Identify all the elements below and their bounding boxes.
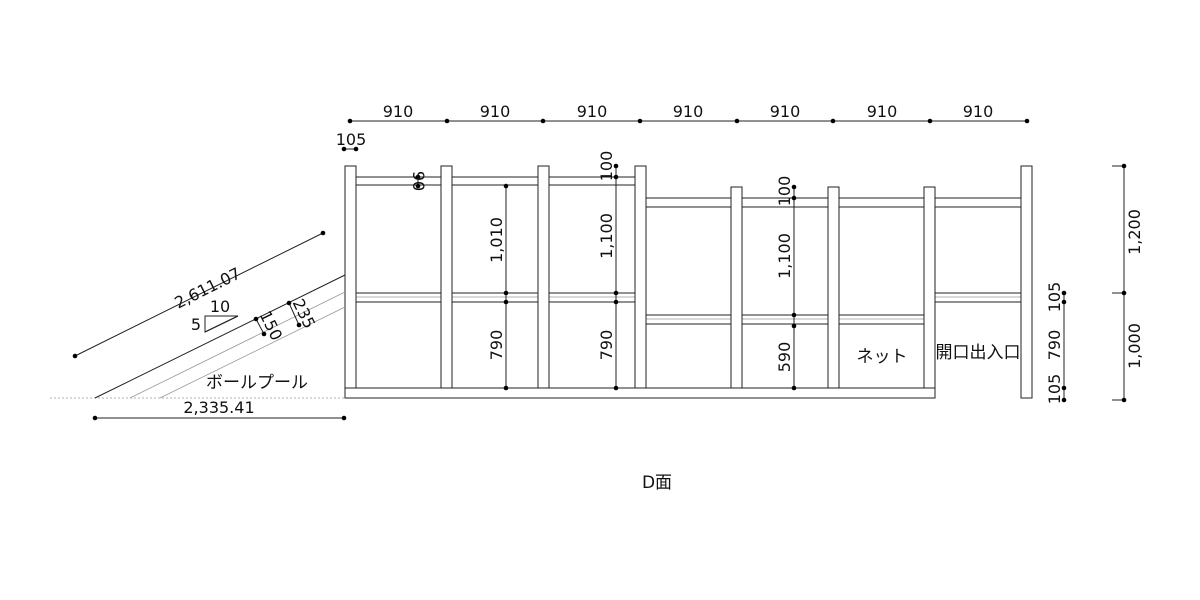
- top-dim-3: 910: [577, 102, 608, 121]
- drawing-title: D面: [642, 473, 672, 493]
- rail-90-label: 90: [409, 171, 428, 191]
- height-590-label: 590: [775, 342, 794, 373]
- top-dim-4: 910: [673, 102, 704, 121]
- post-width-dimension: 105: [336, 130, 367, 152]
- top-dim-2: 910: [480, 102, 511, 121]
- top-dimension-chain: 910 910 910 910 910 910 910: [347, 102, 1030, 124]
- height-1100-right-label: 1,100: [775, 233, 794, 279]
- top-dim-6: 910: [867, 102, 898, 121]
- ratio-run-label: 10: [210, 297, 230, 316]
- frame-rails: [344, 176, 1033, 399]
- right-1000-label: 1,000: [1125, 323, 1144, 369]
- base-length-label: 2,335.41: [183, 398, 254, 417]
- right-dimensions: 105 790 105 1,200 1,000: [1045, 163, 1144, 405]
- net-label: ネット: [857, 347, 908, 367]
- right-790-label: 790: [1045, 330, 1064, 361]
- height-790-a-label: 790: [487, 330, 506, 361]
- ball-pool-slope: 2,611.07 2,335.41 10 5 235 150 ボールプール: [50, 230, 347, 421]
- rail-100-left-label: 100: [597, 151, 616, 182]
- top-dim-7: 910: [963, 102, 994, 121]
- right-1200-label: 1,200: [1125, 209, 1144, 255]
- top-dim-5: 910: [770, 102, 801, 121]
- height-790-b-label: 790: [597, 330, 616, 361]
- post-width-label: 105: [336, 130, 367, 149]
- entrance-label: 開口出入口: [936, 343, 1021, 363]
- interior-dimensions: 90 1,010 790 100 1,100 790 100 1,100 590…: [409, 151, 1021, 391]
- ball-pool-label: ボールプール: [206, 373, 308, 393]
- right-105-top-label: 105: [1045, 282, 1064, 313]
- height-1100-left-label: 1,100: [597, 213, 616, 259]
- slope-length-label: 2,611.07: [171, 264, 243, 313]
- top-dim-1: 910: [383, 102, 414, 121]
- frame-posts: [344, 165, 1033, 399]
- height-1010-label: 1,010: [487, 217, 506, 263]
- right-105-bottom-label: 105: [1045, 374, 1064, 405]
- ratio-rise-label: 5: [191, 315, 201, 334]
- rail-100-right-label: 100: [775, 176, 794, 207]
